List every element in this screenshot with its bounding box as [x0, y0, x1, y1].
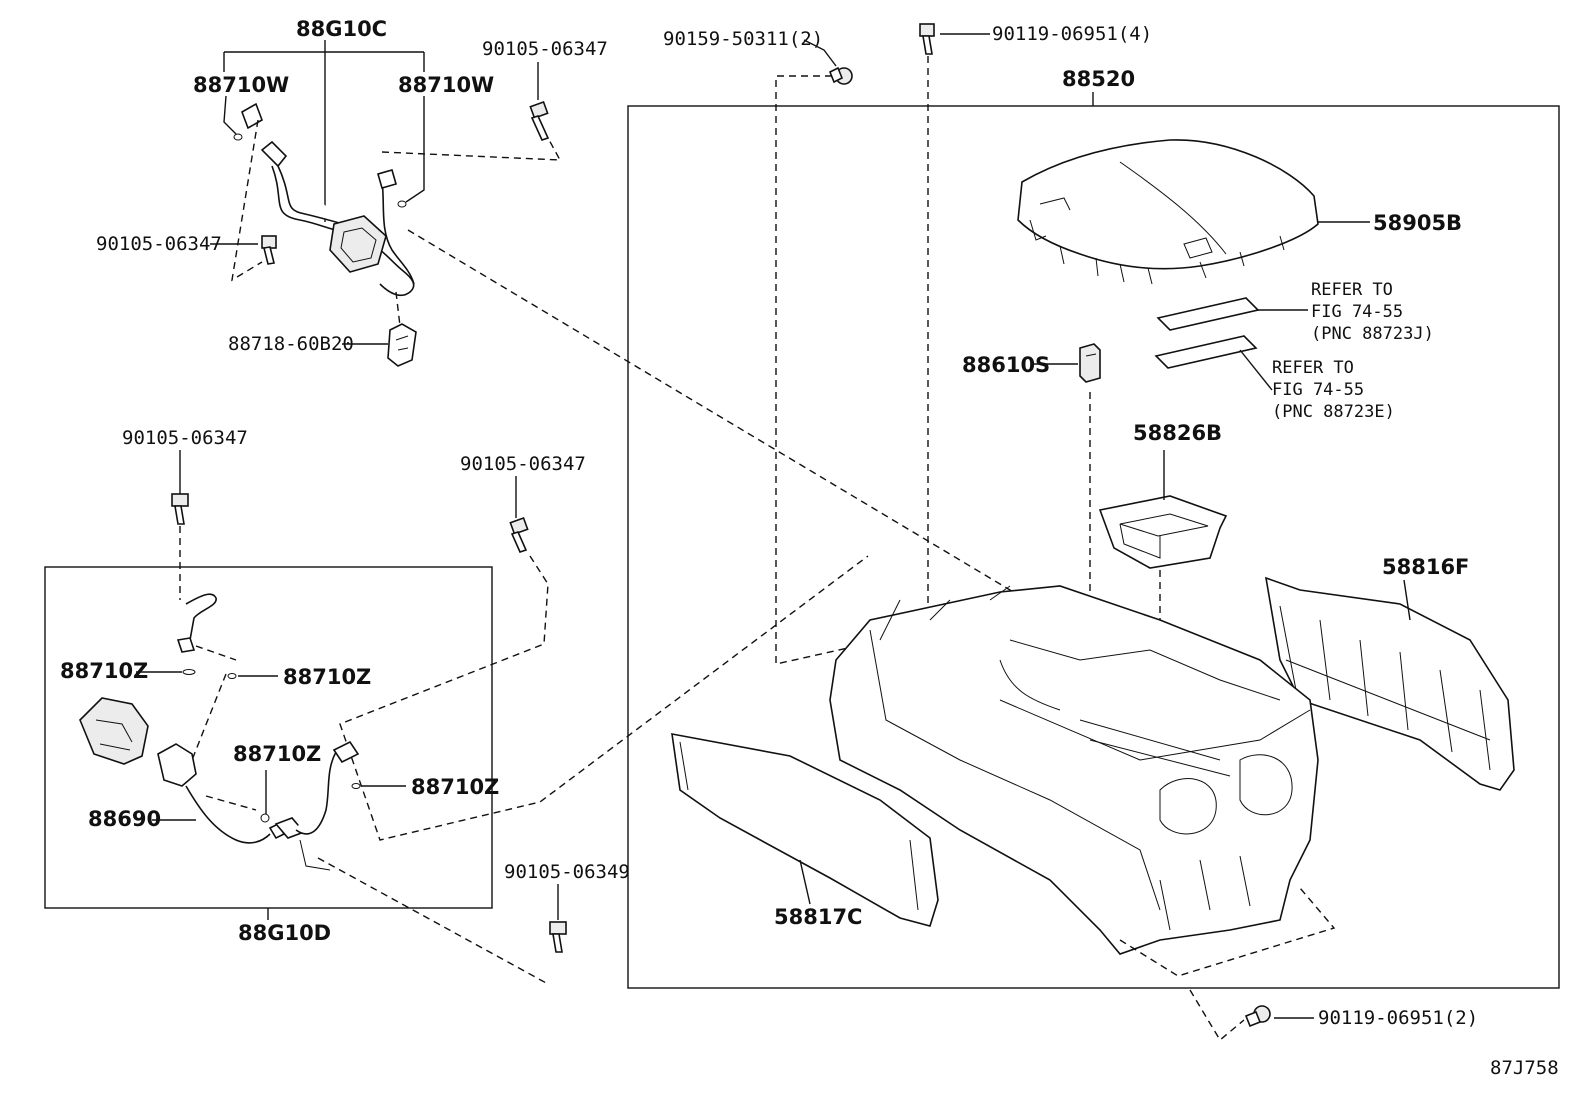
refer-note-1-line3: (PNC 88723J)	[1311, 324, 1434, 344]
refer-note-2-line1: REFER TO	[1272, 358, 1354, 378]
bolt-icon[interactable]	[919, 23, 935, 55]
label-clip: 88718-60B20	[228, 333, 354, 355]
clamp-icon[interactable]	[227, 673, 237, 679]
refer-note-1-line1: REFER TO	[1311, 280, 1393, 300]
label-58826b: 58826B	[1133, 421, 1222, 445]
pad-88723e[interactable]	[1154, 335, 1258, 369]
label-88710z-2: 88710Z	[283, 665, 371, 689]
bolt-icon[interactable]	[549, 921, 567, 953]
label-bolt-mid-right: 90105-06347	[460, 453, 586, 475]
bolt-icon[interactable]	[509, 516, 529, 553]
label-bolt-top-harness: 90105-06347	[482, 38, 608, 60]
refer-note-1-line2: FIG 74-55	[1311, 302, 1403, 322]
label-88710w-right: 88710W	[398, 73, 494, 97]
label-88g10c: 88G10C	[296, 17, 387, 41]
pad-88723j[interactable]	[1156, 297, 1260, 331]
label-88520: 88520	[1062, 67, 1135, 91]
switch-88610s[interactable]	[1079, 343, 1101, 383]
console-box-body[interactable]	[829, 585, 1319, 955]
harness-88g10d[interactable]	[79, 593, 360, 871]
label-88710z-3: 88710Z	[233, 742, 321, 766]
console-lid[interactable]	[1017, 139, 1319, 285]
refer-note-2-line2: FIG 74-55	[1272, 380, 1364, 400]
clip-icon[interactable]	[387, 323, 417, 367]
screw-icon[interactable]	[828, 66, 853, 85]
refer-note-2-line3: (PNC 88723E)	[1272, 402, 1395, 422]
bolt-icon[interactable]	[529, 100, 550, 141]
bolt-icon[interactable]	[1244, 1005, 1271, 1028]
label-88690: 88690	[88, 807, 161, 831]
tray-58826b[interactable]	[1098, 495, 1228, 569]
bolt-icon[interactable]	[171, 493, 189, 525]
clamp-icon[interactable]	[351, 783, 361, 789]
label-bolt-top-right: 90119-06951(4)	[992, 23, 1152, 45]
label-screw-top: 90159-50311(2)	[663, 28, 823, 50]
clamp-icon[interactable]	[260, 813, 270, 823]
label-bolt-mid-left: 90105-06347	[122, 427, 248, 449]
label-bolt-left-harness: 90105-06347	[96, 233, 222, 255]
label-bolt-bottom-right: 90119-06951(2)	[1318, 1007, 1478, 1029]
label-58816f: 58816F	[1382, 555, 1469, 579]
harness-88g10c[interactable]	[223, 40, 425, 297]
bolt-icon[interactable]	[261, 235, 277, 265]
clamp-icon[interactable]	[182, 669, 196, 675]
label-88g10d: 88G10D	[238, 921, 331, 945]
label-88710z-1: 88710Z	[60, 659, 148, 683]
label-88710z-4: 88710Z	[411, 775, 499, 799]
side-panel-58817c[interactable]	[671, 733, 939, 927]
figure-code: 87J758	[1490, 1057, 1559, 1079]
label-58905b: 58905B	[1373, 211, 1462, 235]
label-88710w-left: 88710W	[193, 73, 289, 97]
label-58817c: 58817C	[774, 905, 862, 929]
label-bolt-bottom: 90105-06349	[504, 861, 630, 883]
label-88610s: 88610S	[962, 353, 1050, 377]
